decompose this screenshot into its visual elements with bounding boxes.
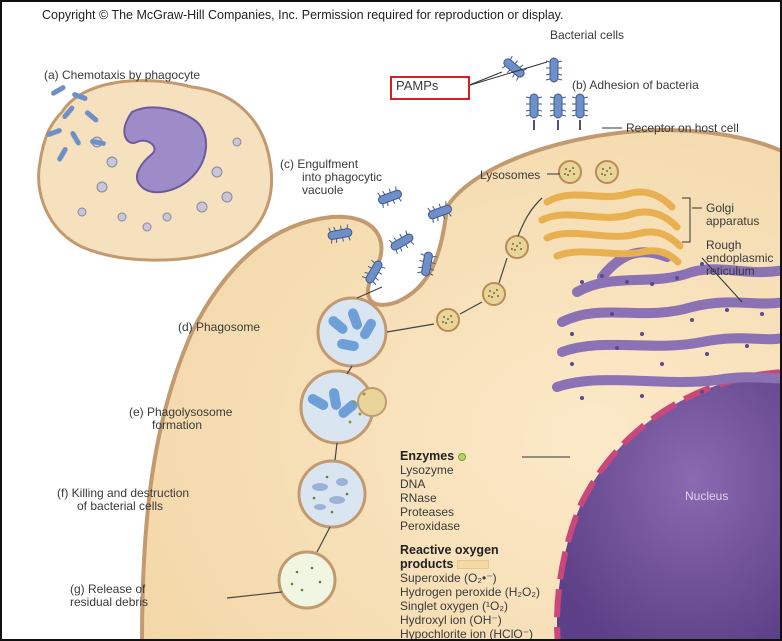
killing-label-line2: of bacterial cells <box>77 499 163 513</box>
phagolysosome-label-line2: formation <box>152 418 202 432</box>
ros-title-line2: products <box>400 557 453 571</box>
enzymes-block: Enzymes Lysozyme DNA RNase Proteases Per… <box>400 449 466 533</box>
killing-vacuole <box>299 461 365 527</box>
nucleus-label: Nucleus <box>685 489 728 503</box>
ros-item: Hydrogen peroxide (H₂O₂) <box>400 585 540 599</box>
ros-item: Hydroxyl ion (OH⁻) <box>400 613 540 627</box>
ros-item: Superoxide (O₂•⁻) <box>400 571 540 585</box>
enzyme-item: RNase <box>400 491 466 505</box>
free-bacteria-top <box>500 54 562 82</box>
enzyme-item: Lysozyme <box>400 463 466 477</box>
enzyme-item: DNA <box>400 477 466 491</box>
bacterial-cells-label: Bacterial cells <box>550 28 624 42</box>
killing-label-line1: (f) Killing and destruction <box>57 486 189 500</box>
adhesion-label: (b) Adhesion of bacteria <box>572 78 699 92</box>
golgi-label-line1: Golgi <box>706 201 734 215</box>
ros-swatch-icon <box>457 560 489 569</box>
phagosome <box>318 298 386 366</box>
rer-label-line3: reticulum <box>706 264 755 278</box>
enzyme-item: Peroxidase <box>400 519 466 533</box>
rer-label-line2: endoplasmic <box>706 251 773 265</box>
pamps-label: PAMPs <box>396 79 438 93</box>
phagosome-label: (d) Phagosome <box>178 320 260 334</box>
ros-title-line1: Reactive oxygen <box>400 543 540 557</box>
ros-block: Reactive oxygen products Superoxide (O₂•… <box>400 543 540 641</box>
release-label-line2: residual debris <box>70 595 148 609</box>
ros-item: Hypochlorite ion (HClO⁻) <box>400 627 540 641</box>
rer-label-line1: Rough <box>706 238 741 252</box>
phagolysosome-label-line1: (e) Phagolysosome <box>129 405 232 419</box>
lysosomes-label: Lysosomes <box>480 168 540 182</box>
copyright-text: Copyright © The McGraw-Hill Companies, I… <box>42 8 563 22</box>
adhering-bacteria <box>526 94 588 130</box>
enzymes-title: Enzymes <box>400 449 454 463</box>
receptor-label: Receptor on host cell <box>626 121 739 135</box>
ros-item: Singlet oxygen (¹O₂) <box>400 599 540 613</box>
chemotaxis-label: (a) Chemotaxis by phagocyte <box>44 68 200 82</box>
engulfment-label-line3: vacuole <box>302 183 343 197</box>
golgi-label-line2: apparatus <box>706 214 759 228</box>
residual-debris <box>279 552 335 608</box>
engulfment-label-line2: into phagocytic <box>302 170 382 184</box>
enzyme-granule-icon <box>458 453 466 461</box>
enzyme-item: Proteases <box>400 505 466 519</box>
release-label-line1: (g) Release of <box>70 582 145 596</box>
engulfment-label-line1: (c) Engulfment <box>280 157 358 171</box>
